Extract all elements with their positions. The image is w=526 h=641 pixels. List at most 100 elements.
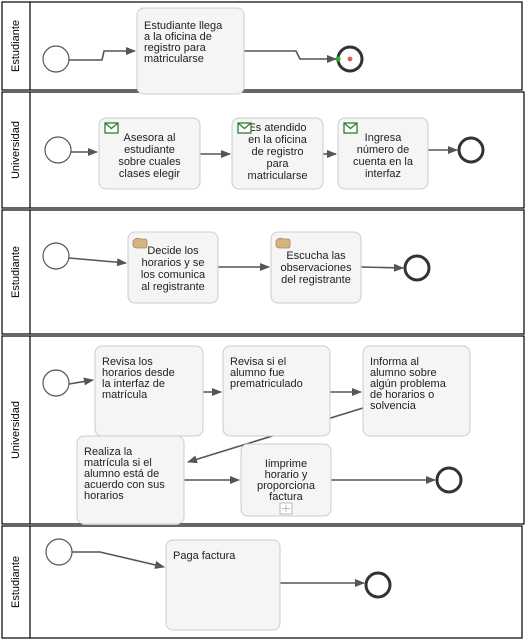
task-label-line: registro para: [144, 42, 207, 54]
task-label-line: a la oficina de: [144, 31, 212, 43]
start-event[interactable]: [42, 369, 70, 397]
hand-icon: [132, 237, 148, 249]
task-label-line: interfaz: [365, 168, 401, 180]
task-label-line: estudiante: [124, 144, 175, 156]
task-label-line: Revisa si el: [230, 356, 286, 368]
hand-icon: [275, 237, 291, 249]
task-label-line: Ingresa: [365, 132, 403, 144]
swimlane-label: Universidad: [10, 121, 22, 179]
task-label-line: horarios: [84, 490, 124, 502]
subprocess-plus-icon[interactable]: [279, 502, 293, 515]
end-event[interactable]: [435, 466, 463, 494]
envelope-icon: [237, 122, 252, 134]
swimlane-frame: [1, 209, 525, 335]
task-label-line: Es atendido: [248, 122, 306, 134]
task-label-line: número de: [357, 144, 410, 156]
task-label-line: observaciones: [281, 262, 352, 274]
end-event[interactable]: [457, 136, 485, 164]
start-event[interactable]: [45, 538, 73, 566]
envelope-icon: [343, 122, 358, 134]
task-box[interactable]: [362, 345, 471, 437]
start-event[interactable]: [44, 136, 72, 164]
task-label-line: sobre cuales: [118, 156, 181, 168]
swimlane: Estudiante: [1, 1, 523, 91]
task-label-line: Asesora al: [124, 132, 176, 144]
swimlane-frame: [1, 1, 523, 91]
task-label-line: horario y: [265, 469, 308, 481]
end-marker-dot: [347, 56, 353, 62]
sequence-flow-arrow: [244, 50, 337, 63]
task-box[interactable]: [270, 231, 362, 304]
task-label-line: para: [266, 158, 289, 170]
task-box[interactable]: [222, 345, 331, 437]
task-label-line: de horarios o: [370, 389, 434, 401]
connection-dot: [335, 56, 341, 62]
sequence-flow-arrow: [72, 551, 165, 569]
task-box[interactable]: [337, 117, 429, 190]
task-label-line: horarios y se: [142, 257, 205, 269]
task-label-line: alumno sobre: [370, 367, 437, 379]
task-label-line: acuerdo con sus: [84, 479, 165, 491]
sequence-flow-arrow: [68, 377, 94, 386]
task-label-line: alumno está de: [84, 468, 159, 480]
task-box[interactable]: [98, 117, 201, 190]
task-label-line: prematriculado: [230, 378, 303, 390]
swimlane-label: Estudiante: [10, 20, 22, 72]
task-label-line: Escucha las: [286, 250, 346, 262]
sequence-flow-arrow: [360, 263, 404, 272]
swimlane-label: Universidad: [10, 401, 22, 459]
task-box[interactable]: [136, 7, 245, 95]
end-event[interactable]: [335, 45, 364, 73]
process-task[interactable]: Paga factura: [165, 539, 281, 631]
task-label-line: matrícula si el: [84, 457, 152, 469]
task-label-line: solvencia: [370, 400, 417, 412]
sequence-flow-arrow: [69, 47, 136, 61]
end-event[interactable]: [403, 254, 431, 282]
task-label-line: Informa al: [370, 356, 419, 368]
task-label-line: Paga factura: [173, 550, 236, 562]
task-box[interactable]: [127, 231, 219, 304]
task-label-line: Decide los: [147, 245, 199, 257]
start-event[interactable]: [42, 242, 70, 270]
task-label-line: Realiza la: [84, 446, 133, 458]
task-box[interactable]: [231, 117, 324, 190]
task-label-line: matricularse: [144, 53, 204, 65]
task-label-line: cuenta en la: [353, 156, 414, 168]
task-label-line: alumno fue: [230, 367, 284, 379]
task-label-line: los comunica: [141, 269, 206, 281]
task-label-line: horarios desde: [102, 367, 175, 379]
task-label-line: Revisa los: [102, 356, 153, 368]
swimlane-label: Estudiante: [10, 556, 22, 608]
task-label-line: de registro: [252, 146, 304, 158]
task-label-line: clases elegir: [119, 168, 180, 180]
swimlane: Estudiante: [1, 209, 525, 335]
task-label-line: del registrante: [281, 274, 351, 286]
task-label-line: en la oficina: [248, 134, 308, 146]
task-label-line: algún problema: [370, 378, 447, 390]
task-label-line: factura: [269, 491, 304, 503]
task-label-line: la interfaz de: [102, 378, 165, 390]
sequence-flow-arrow: [68, 257, 127, 267]
start-event[interactable]: [42, 45, 70, 73]
task-label-line: Estudiante llega: [144, 20, 223, 32]
task-box[interactable]: [76, 435, 185, 525]
task-box[interactable]: [240, 443, 332, 517]
envelope-icon: [104, 122, 119, 134]
task-box[interactable]: [165, 539, 281, 631]
task-label-line: al registrante: [141, 281, 205, 293]
task-label-line: proporciona: [257, 480, 316, 492]
task-label-line: matricularse: [248, 170, 308, 182]
end-event[interactable]: [364, 571, 392, 599]
